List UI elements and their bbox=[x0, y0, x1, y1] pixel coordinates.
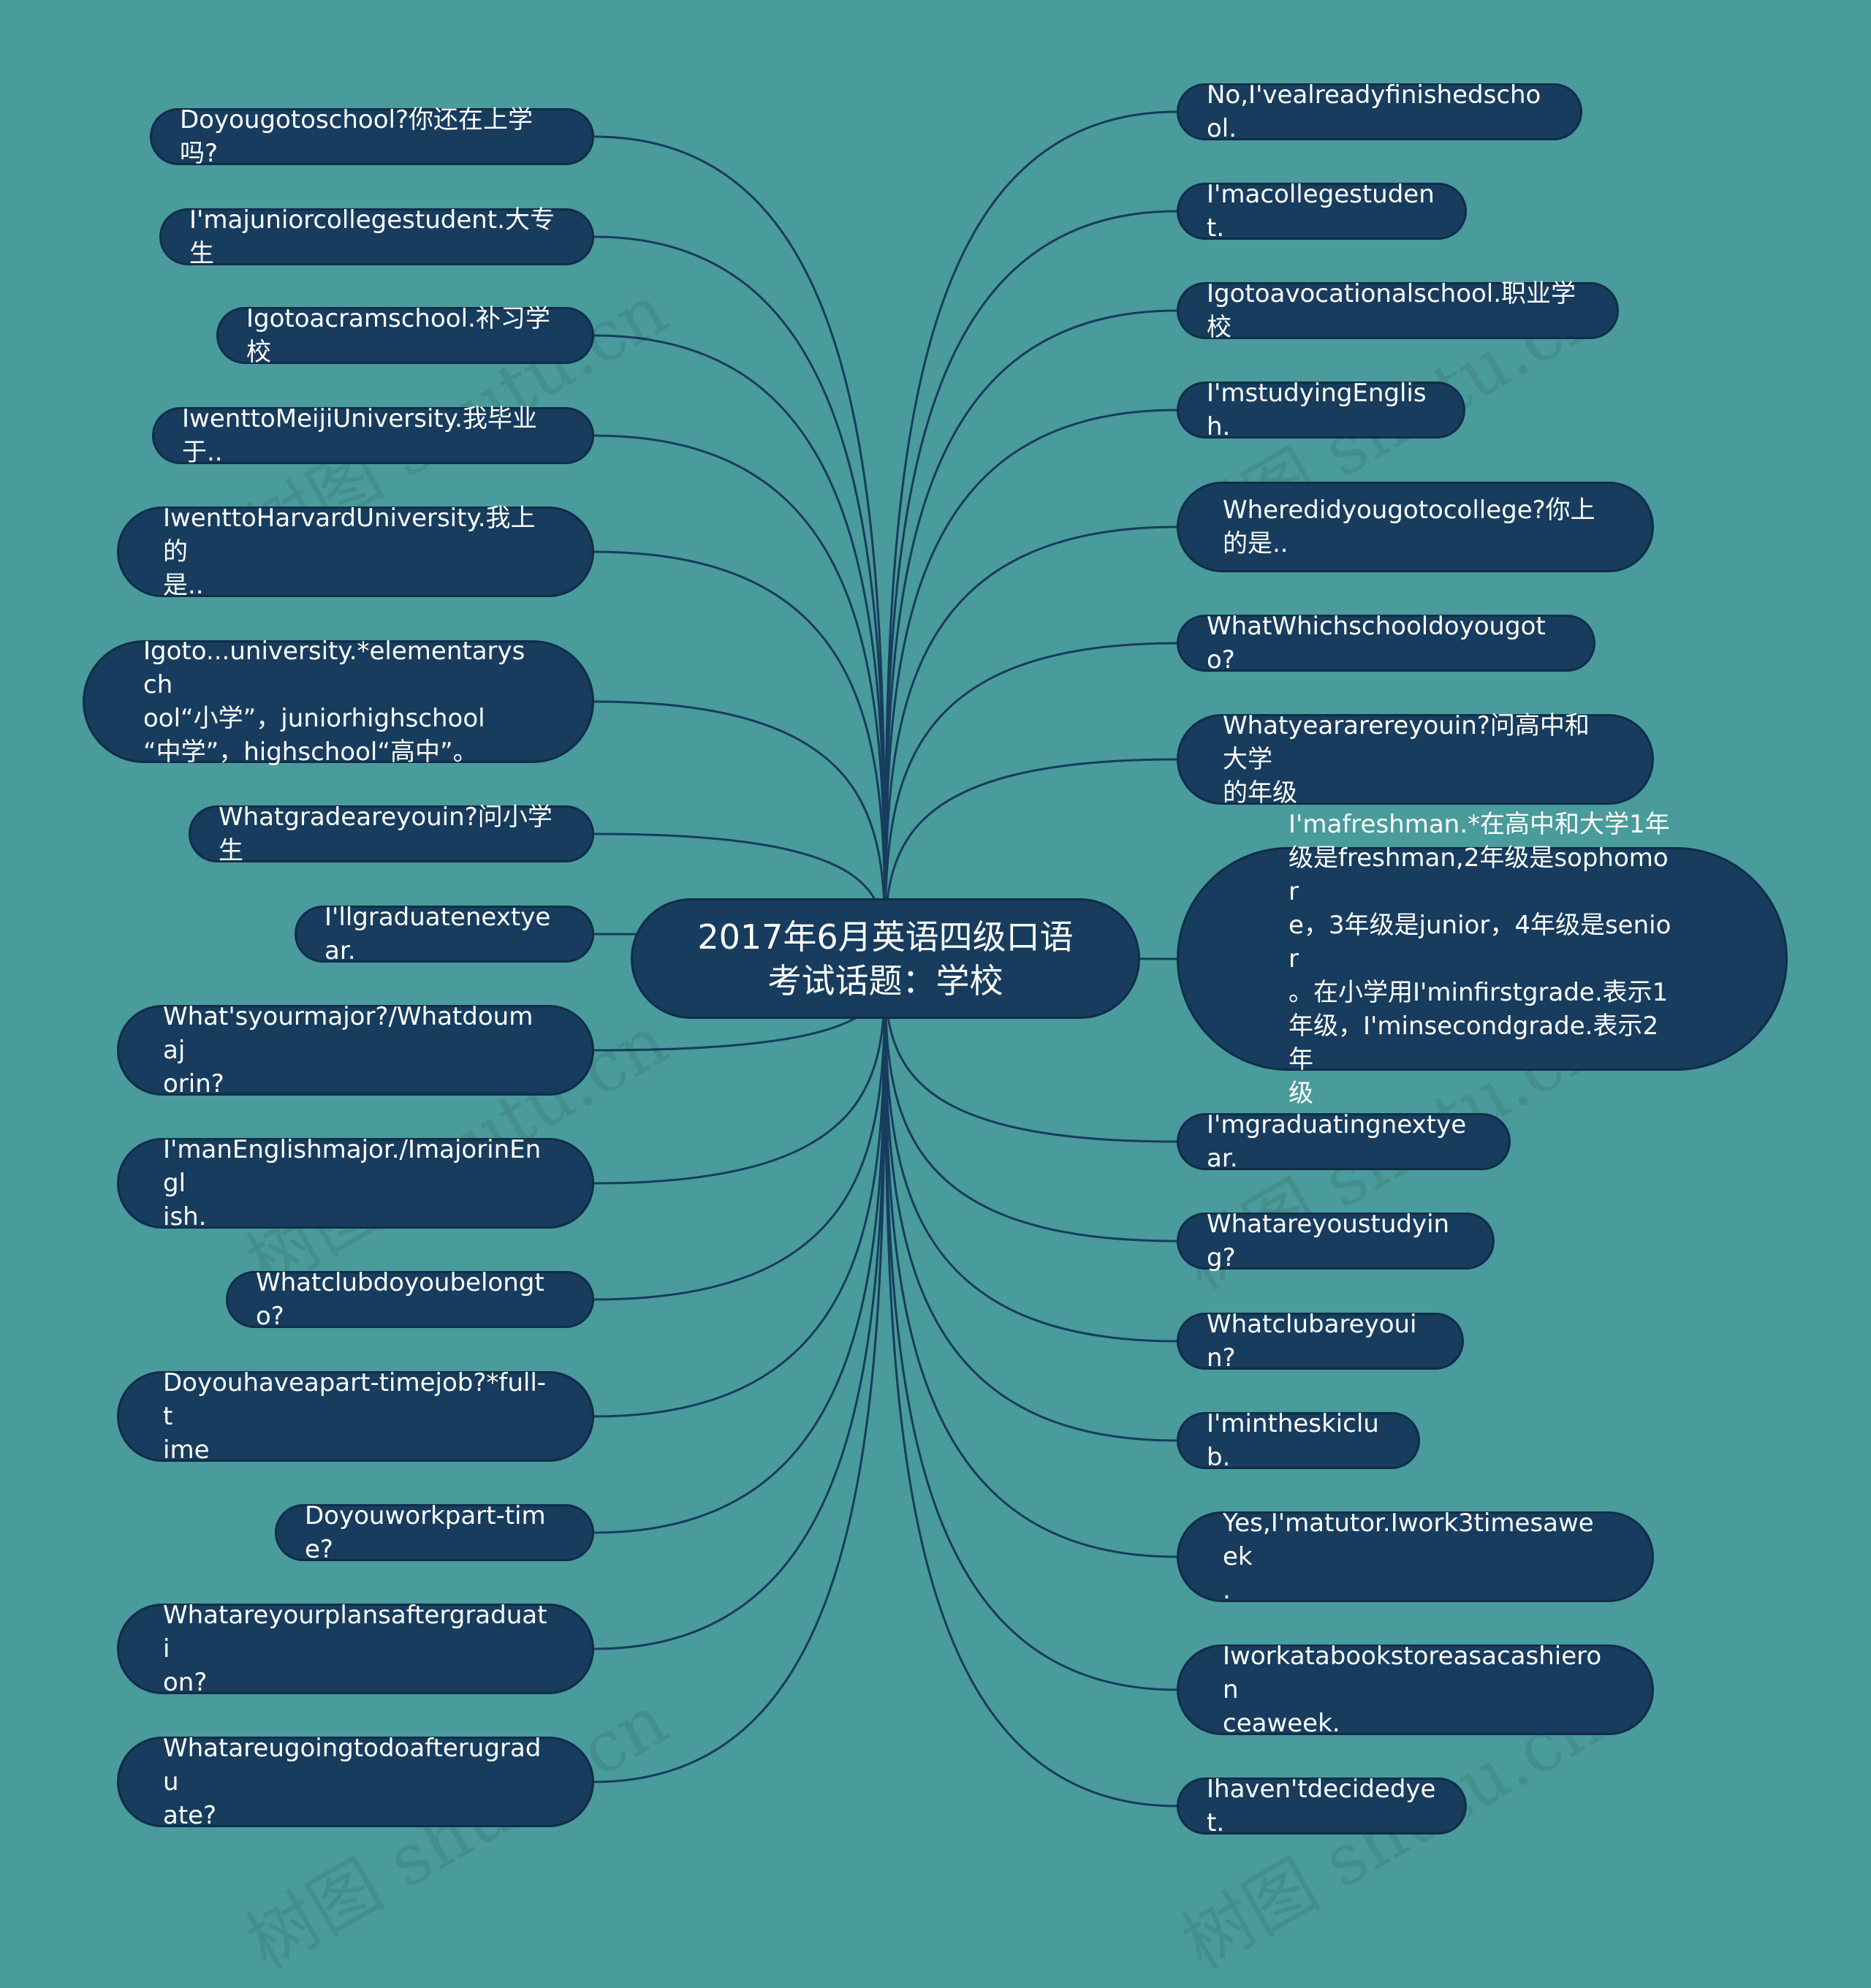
connector-line-left bbox=[593, 235, 887, 959]
right-node[interactable]: I'mstudyingEnglish. bbox=[1177, 379, 1465, 441]
left-node[interactable]: Igotoacramschool.补习学校 bbox=[216, 304, 594, 367]
node-label: I'mgraduatingnextyear. bbox=[1207, 1110, 1467, 1173]
connector-line-left bbox=[593, 957, 887, 1418]
node-label: Doyouhaveapart-timejob?*full-t ime bbox=[163, 1368, 547, 1465]
connector-line-left bbox=[593, 957, 887, 1783]
node-label: I'majuniorcollegestudent.大专生 bbox=[189, 205, 555, 268]
node-label: Whatgradeareyouin?问小学生 bbox=[219, 803, 553, 865]
left-node[interactable]: Whatgradeareyouin?问小学生 bbox=[189, 803, 594, 865]
node-label: Doyougotoschool?你还在上学吗? bbox=[180, 105, 534, 168]
left-node[interactable]: IwenttoMeijiUniversity.我毕业于.. bbox=[152, 404, 594, 467]
left-node[interactable]: IwenttoHarvardUniversity.我上的 是.. bbox=[117, 504, 594, 600]
left-node[interactable]: Igoto...university.*elementarysch ool“小学… bbox=[83, 637, 594, 767]
node-label: IwenttoMeijiUniversity.我毕业于.. bbox=[182, 404, 537, 467]
right-node[interactable]: Whatclubareyouin? bbox=[1177, 1310, 1464, 1373]
node-label: Whatclubareyouin? bbox=[1207, 1310, 1417, 1373]
node-label: Whatclubdoyoubelongto? bbox=[256, 1268, 544, 1331]
connector-line-left bbox=[593, 957, 887, 1650]
node-label: WhatWhichschooldoyougoto? bbox=[1207, 612, 1546, 675]
node-label: IwenttoHarvardUniversity.我上的 是.. bbox=[163, 504, 536, 600]
node-label: Igotoacramschool.补习学校 bbox=[246, 304, 550, 367]
left-node[interactable]: I'majuniorcollegestudent.大专生 bbox=[159, 205, 594, 268]
central-topic-label: 2017年6月英语四级口语 考试话题：学校 bbox=[697, 917, 1074, 1001]
node-label: Iworkatabookstoreasacashieron ceaweek. bbox=[1223, 1642, 1602, 1738]
right-node[interactable]: I'mintheskiclub. bbox=[1177, 1409, 1420, 1472]
node-label: I'llgraduatenextyear. bbox=[325, 903, 551, 965]
node-label: What'syourmajor?/Whatdoumaj orin? bbox=[163, 1002, 534, 1099]
node-label: I'mafreshman.*在高中和大学1年 级是freshman,2年级是so… bbox=[1289, 810, 1671, 1108]
node-label: Wheredidyougotocollege?你上 的是.. bbox=[1223, 496, 1595, 558]
node-label: I'mstudyingEnglish. bbox=[1207, 379, 1427, 441]
right-node[interactable]: No,I'vealreadyfinishedschool. bbox=[1177, 80, 1582, 143]
right-node[interactable]: I'macollegestudent. bbox=[1177, 180, 1467, 243]
node-label: Whatyeararereyouin?问高中和大学 的年级 bbox=[1223, 711, 1590, 808]
left-node[interactable]: Doyougotoschool?你还在上学吗? bbox=[150, 105, 594, 168]
node-label: I'macollegestudent. bbox=[1207, 180, 1435, 243]
right-node[interactable]: Ihaven'tdecidedyet. bbox=[1177, 1775, 1467, 1837]
left-node[interactable]: What'syourmajor?/Whatdoumaj orin? bbox=[117, 1002, 594, 1099]
connector-line-right bbox=[884, 642, 1177, 959]
connector-line-right bbox=[884, 957, 1177, 1807]
connector-line-right bbox=[884, 526, 1177, 959]
mind-map-canvas: 树图 shutu.cn 树图 shutu.cn 树图 shutu.cn 树图 s… bbox=[83, 80, 1788, 1985]
connector-line-right bbox=[884, 309, 1177, 959]
node-label: Doyouworkpart-time? bbox=[305, 1501, 546, 1564]
connector-line-right bbox=[884, 110, 1177, 959]
node-label: I'manEnglishmajor./ImajorinEngl ish. bbox=[163, 1135, 542, 1232]
left-node[interactable]: Doyouworkpart-time? bbox=[275, 1501, 594, 1564]
node-label: No,I'vealreadyfinishedschool. bbox=[1207, 80, 1541, 143]
connector-line-right bbox=[884, 957, 1177, 1558]
node-label: I'mintheskiclub. bbox=[1207, 1409, 1379, 1472]
node-label: Whatareyoustudying? bbox=[1207, 1210, 1450, 1272]
left-node[interactable]: I'manEnglishmajor./ImajorinEngl ish. bbox=[117, 1135, 594, 1232]
connector-line-right bbox=[884, 957, 1177, 1691]
connector-line-right bbox=[884, 210, 1177, 959]
left-node[interactable]: Whatclubdoyoubelongto? bbox=[226, 1268, 594, 1331]
node-label: Whatareyourplansaftergraduati on? bbox=[163, 1601, 547, 1697]
right-node[interactable]: I'mafreshman.*在高中和大学1年 级是freshman,2年级是so… bbox=[1177, 810, 1788, 1108]
right-node[interactable]: Igotoavocationalschool.职业学校 bbox=[1177, 279, 1619, 342]
node-label: Ihaven'tdecidedyet. bbox=[1207, 1775, 1436, 1837]
node-label: Igotoavocationalschool.职业学校 bbox=[1207, 279, 1576, 342]
node-label: Whatareugoingtodoafterugradu ate? bbox=[163, 1734, 542, 1830]
left-node[interactable]: Whatareugoingtodoafterugradu ate? bbox=[117, 1734, 594, 1830]
left-node[interactable]: Whatareyourplansaftergraduati on? bbox=[117, 1601, 594, 1697]
connector-line-left bbox=[593, 434, 887, 959]
connector-line-left bbox=[593, 550, 887, 959]
left-node[interactable]: Doyouhaveapart-timejob?*full-t ime bbox=[117, 1368, 594, 1465]
connector-line-left bbox=[593, 334, 887, 959]
right-node[interactable]: Whatareyoustudying? bbox=[1177, 1210, 1495, 1272]
right-node[interactable]: Iworkatabookstoreasacashieron ceaweek. bbox=[1177, 1642, 1654, 1738]
central-topic-node[interactable]: 2017年6月英语四级口语 考试话题：学校 bbox=[631, 898, 1140, 1019]
right-node[interactable]: Wheredidyougotocollege?你上 的是.. bbox=[1177, 482, 1654, 572]
left-node[interactable]: I'llgraduatenextyear. bbox=[295, 903, 594, 965]
right-node[interactable]: Whatyeararereyouin?问高中和大学 的年级 bbox=[1177, 711, 1654, 808]
connector-line-right bbox=[884, 957, 1177, 1442]
right-node[interactable]: WhatWhichschooldoyougoto? bbox=[1177, 612, 1595, 675]
right-node[interactable]: I'mgraduatingnextyear. bbox=[1177, 1110, 1511, 1173]
right-node[interactable]: Yes,I'matutor.Iwork3timesaweek . bbox=[1177, 1509, 1654, 1605]
node-label: Yes,I'matutor.Iwork3timesaweek . bbox=[1223, 1509, 1594, 1605]
node-label: Igoto...university.*elementarysch ool“小学… bbox=[143, 637, 525, 767]
